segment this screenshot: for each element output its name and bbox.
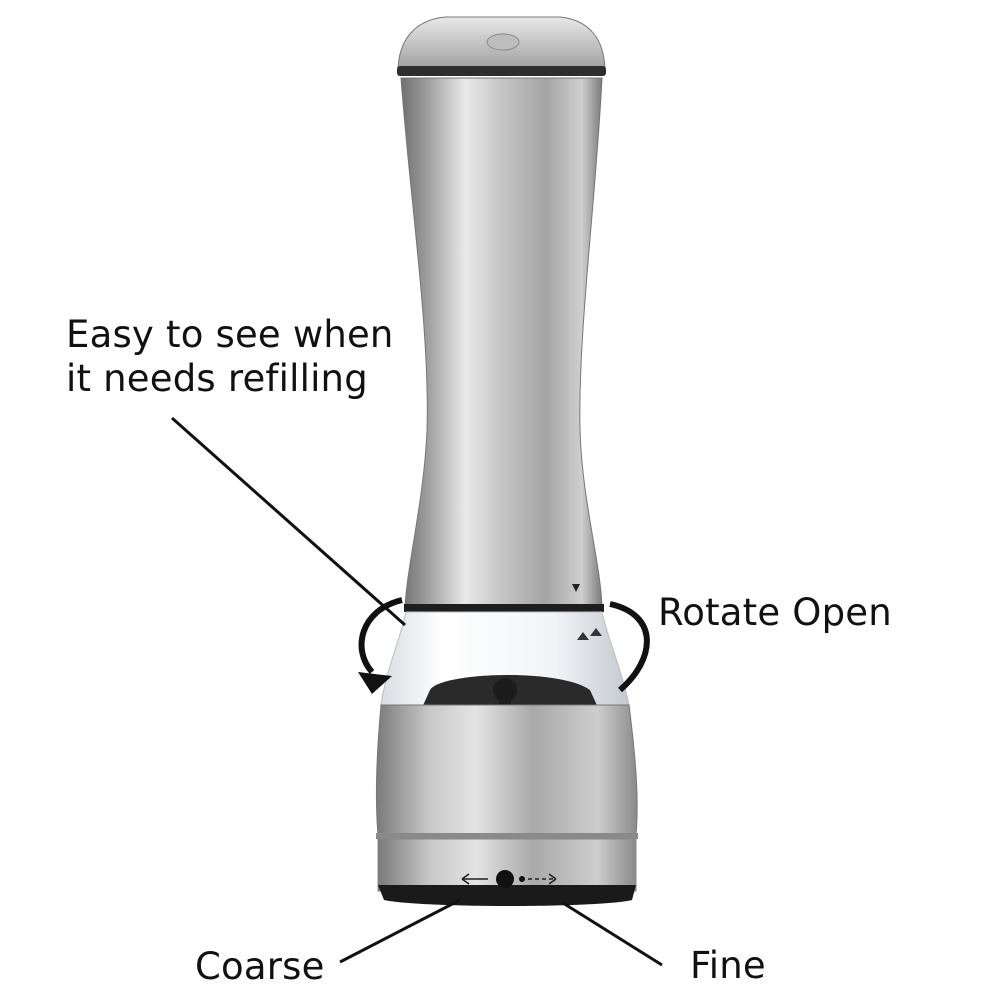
grinder-base [375, 704, 638, 906]
grinder-upper-body [400, 77, 603, 607]
grinder-clear-window [380, 611, 630, 712]
coarse-label: Coarse [195, 945, 325, 988]
cap-knob [486, 33, 520, 51]
rotate-open-arrow-icon [358, 597, 650, 694]
fine-callout-line [562, 901, 663, 967]
refill-annotation-line2: it needs refilling [66, 357, 368, 400]
alignment-marker-icon [572, 584, 580, 592]
refill-callout-line [171, 416, 406, 627]
refill-annotation: Easy to see when it needs refilling [66, 313, 394, 401]
coarseness-dial [461, 870, 557, 888]
dial-center-dot-icon [496, 870, 514, 888]
rotate-open-label: Rotate Open [658, 591, 892, 634]
fine-label: Fine [690, 944, 766, 987]
refill-annotation-line1: Easy to see when [66, 313, 394, 356]
coarse-callout-line [339, 898, 461, 964]
grinder-top-cap [397, 16, 606, 76]
